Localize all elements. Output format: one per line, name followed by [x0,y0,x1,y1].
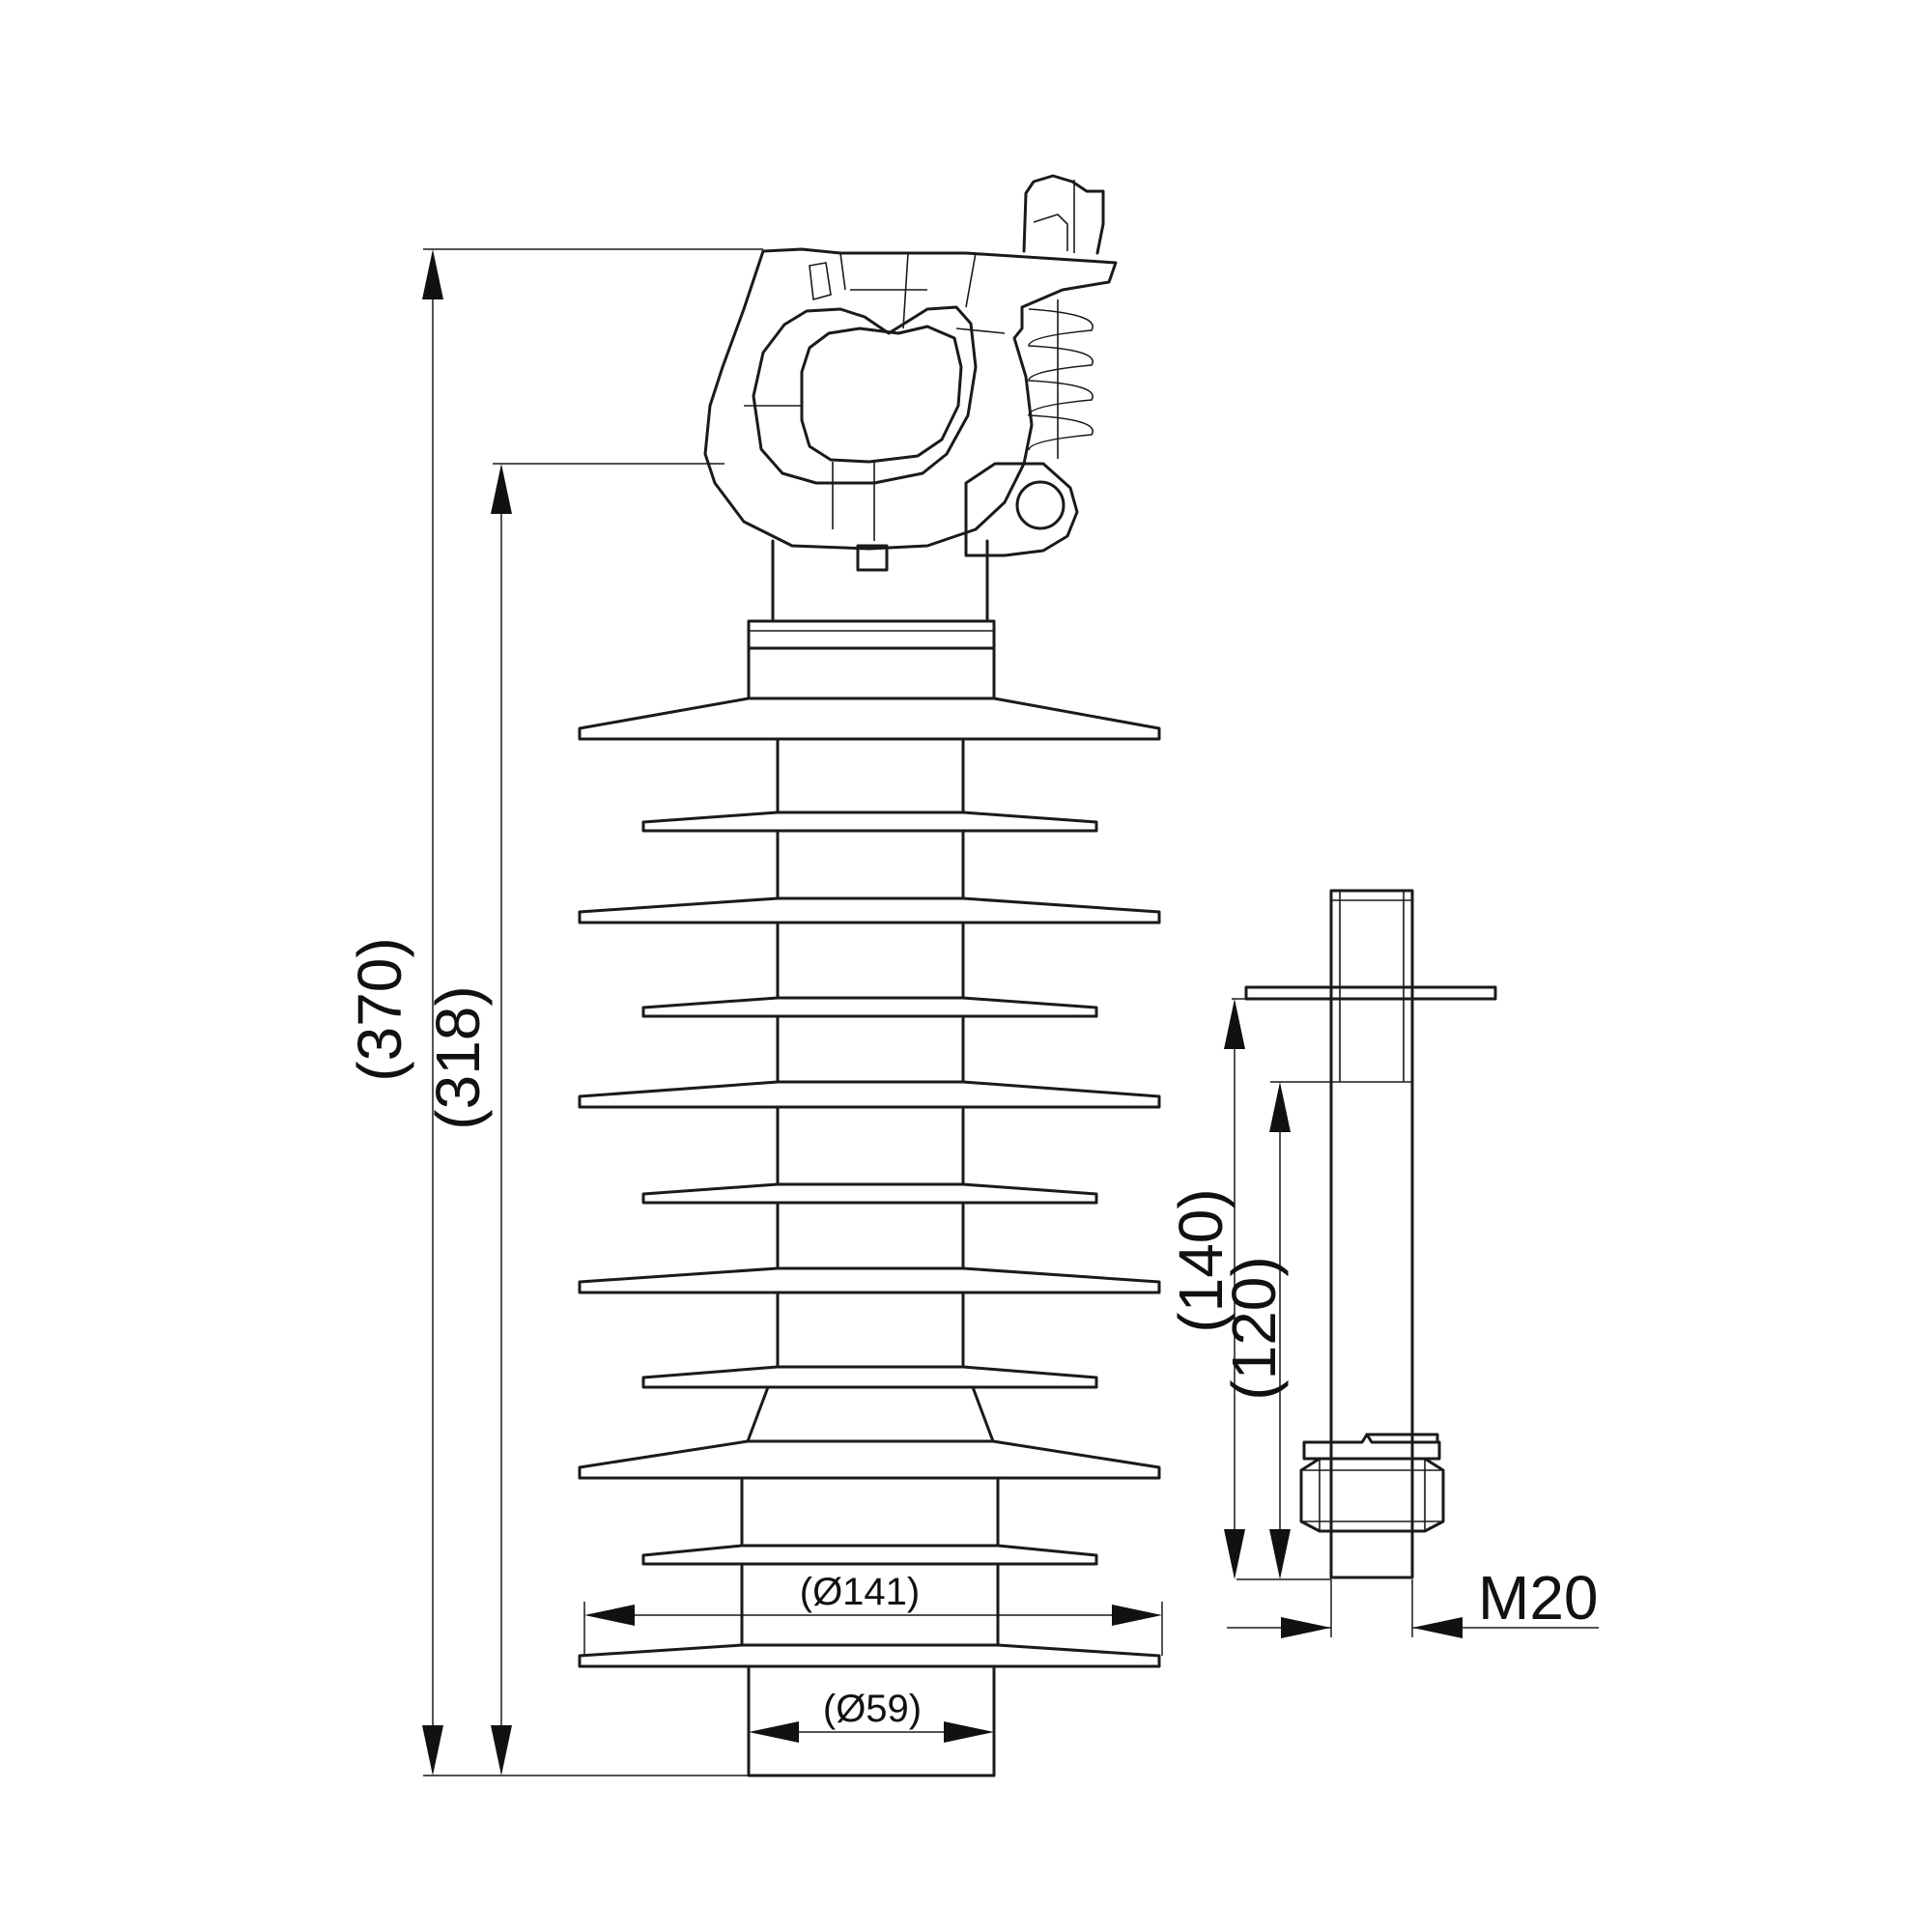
arrow-icon [1112,1605,1162,1626]
dim-stud-length: (140) [1166,1188,1236,1332]
arrow-icon [422,1725,443,1776]
dim-thread: M20 [1478,1563,1599,1633]
dim-overall-height: (370) [345,937,414,1081]
lock-washer [1302,1433,1441,1461]
arrow-icon [1224,1529,1245,1579]
top-collar [747,619,996,650]
clamp-slot [809,262,832,301]
arrow-icon [1412,1617,1463,1638]
arrow-icon [1281,1617,1331,1638]
clamp-pin [856,544,889,572]
arrow-icon [491,464,512,514]
lower-cone [746,1385,995,1443]
dimension-lines [422,248,1599,1776]
clamp-jaw [800,325,963,464]
arrow-icon [1269,1529,1291,1579]
arrow-icon [584,1605,635,1626]
insulator-body [578,619,1161,1777]
clamp-screw-head [1022,174,1105,255]
dim-stud-thread-length: (120) [1219,1256,1289,1400]
bolt-hole-icon [1015,480,1065,530]
arrow-icon [1224,999,1245,1049]
dim-base-diameter: (Ø59) [823,1688,922,1730]
arrow-icon [1269,1082,1291,1132]
stud-flange [1244,985,1497,1001]
dim-shed-diameter: (Ø141) [800,1571,921,1613]
sheds [578,696,1161,1668]
dimension-labels: (370) (318) (140) (120) (Ø141) (Ø59) M20 [345,937,1599,1730]
clamp-spring [1028,299,1094,459]
clamp-side-eye [964,462,1079,557]
stud-bolt [1244,889,1497,1579]
arrow-icon [749,1721,799,1743]
arrow-icon [491,1725,512,1776]
clamp-pedestal [771,539,989,623]
arrow-icon [944,1721,994,1743]
arrow-icon [422,249,443,299]
core [740,737,1000,1777]
dim-creepage-height: (318) [423,985,493,1129]
clamp-hook-inner [752,305,978,485]
top-neck [747,646,996,700]
top-clamp [703,174,1118,623]
stud-shank [1329,889,1414,1579]
clamp-hook [703,247,1118,551]
